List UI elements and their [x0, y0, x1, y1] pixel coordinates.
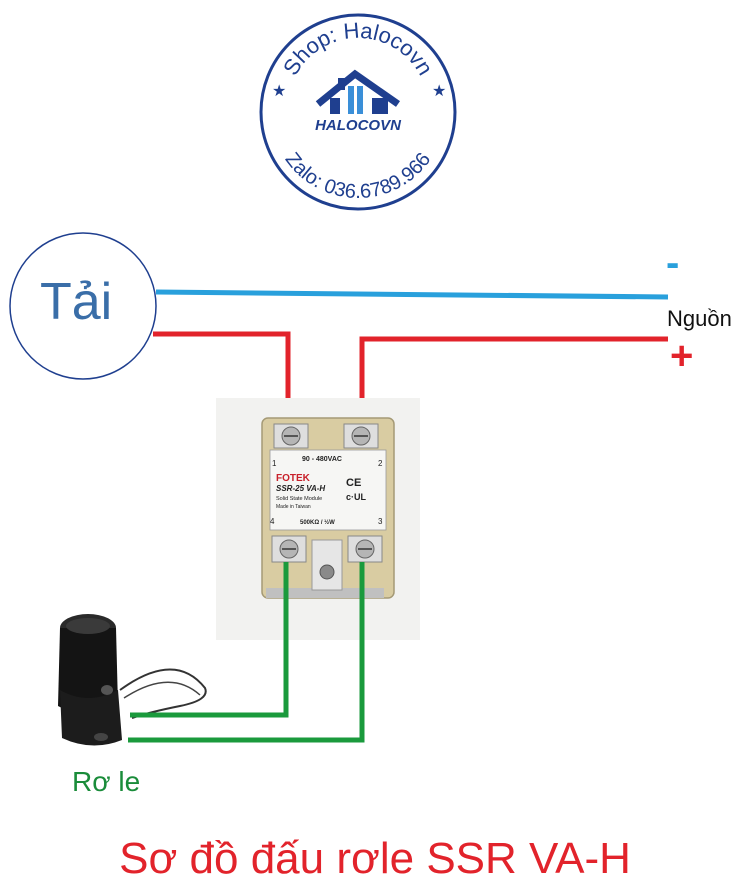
load-circle: [9, 232, 157, 380]
ssr-terminal-4: 4: [270, 517, 275, 526]
ssr-terminal-2: 2: [378, 459, 383, 468]
load-label: Tải: [40, 273, 113, 331]
ssr-origin: Made in Taiwan: [276, 504, 311, 510]
ssr-module: 1 2 90 - 480VAC FOTEK SSR-25 VA-H Solid …: [216, 398, 420, 640]
ssr-model: SSR-25 VA-H: [276, 484, 325, 493]
relay-label: Rơ le: [72, 766, 141, 797]
ssr-voltage: 90 - 480VAC: [302, 456, 342, 463]
control-wire-upper: [130, 562, 289, 718]
relay-device: [58, 614, 207, 746]
ssr-subtitle: Solid State Module: [276, 496, 322, 502]
control-wire-lower: [128, 562, 365, 743]
star-icon: ★: [272, 83, 286, 100]
shop-logo: Shop: Halocovn Zalo: 036.6789.966 ★ ★ HA…: [259, 13, 457, 211]
negative-wire: [155, 289, 669, 300]
ssr-brand: FOTEK: [276, 473, 311, 484]
diagram-title: Sơ đồ đấu rơle SSR VA-H: [119, 834, 631, 883]
ssr-terminal-1: 1: [272, 459, 277, 468]
star-icon: ★: [432, 83, 446, 100]
house-icon: [315, 69, 401, 114]
positive-terminal-sign: +: [670, 334, 694, 378]
power-source-label: Nguồn: [667, 306, 732, 331]
ul-mark-icon: c·UL: [346, 492, 367, 502]
negative-terminal-sign: -: [666, 241, 680, 285]
logo-brand-text: HALOCOVN: [315, 117, 402, 134]
ssr-terminal-3: 3: [378, 517, 383, 526]
ssr-resistance: 500KΩ / ½W: [300, 519, 335, 526]
ce-mark-icon: CE: [346, 477, 361, 489]
